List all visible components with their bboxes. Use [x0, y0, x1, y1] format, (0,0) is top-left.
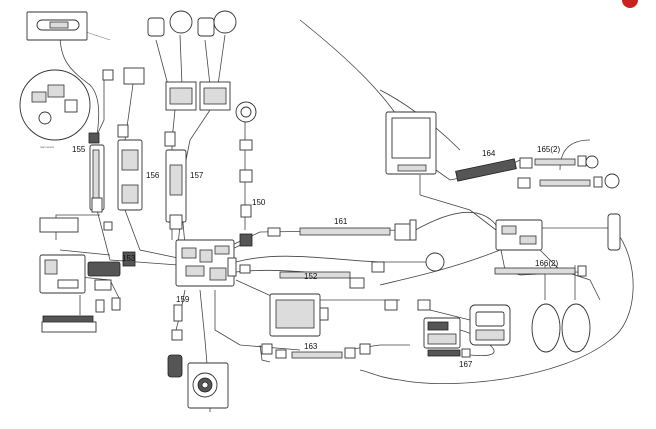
callout-155: 155 [72, 145, 86, 154]
harness-156: 156 [117, 124, 160, 211]
display-unit [385, 111, 437, 175]
corner-badge [622, 0, 638, 8]
callout-150: 150 [252, 198, 266, 207]
speaker-housing [269, 293, 329, 337]
harness-150: 150 [235, 101, 266, 247]
main-board [175, 239, 237, 287]
harness-157: 157 [164, 131, 204, 230]
antenna-modules [147, 10, 237, 111]
camera-unit [187, 362, 229, 409]
svg-text:main sensor: main sensor [40, 145, 54, 149]
harness-161: 161 [267, 217, 417, 241]
round-sensor-drawing: main sensor [19, 11, 91, 149]
callout-164: 164 [482, 149, 496, 158]
right-board-166: 166(2) [425, 213, 621, 353]
callout-163: 163 [304, 342, 318, 351]
callout-157: 157 [190, 171, 204, 180]
callout-153: 153 [122, 254, 136, 263]
callout-167: 167 [459, 360, 473, 369]
harness-152: 152 [239, 261, 398, 311]
harness-163: 163 [261, 342, 371, 359]
lower-right-modules: 167 [417, 299, 511, 369]
callout-166: 166(2) [535, 259, 558, 268]
callout-165: 165(2) [537, 145, 560, 154]
callout-152: 152 [304, 272, 318, 281]
harness-159: 159 [167, 295, 190, 378]
harness-155: 155 [72, 67, 145, 213]
callout-159: 159 [176, 295, 190, 304]
callout-161: 161 [334, 217, 348, 226]
callout-156: 156 [146, 171, 160, 180]
harness-164-165: 164 165(2) [455, 145, 620, 189]
left-assembly-153: 153 [39, 217, 136, 333]
